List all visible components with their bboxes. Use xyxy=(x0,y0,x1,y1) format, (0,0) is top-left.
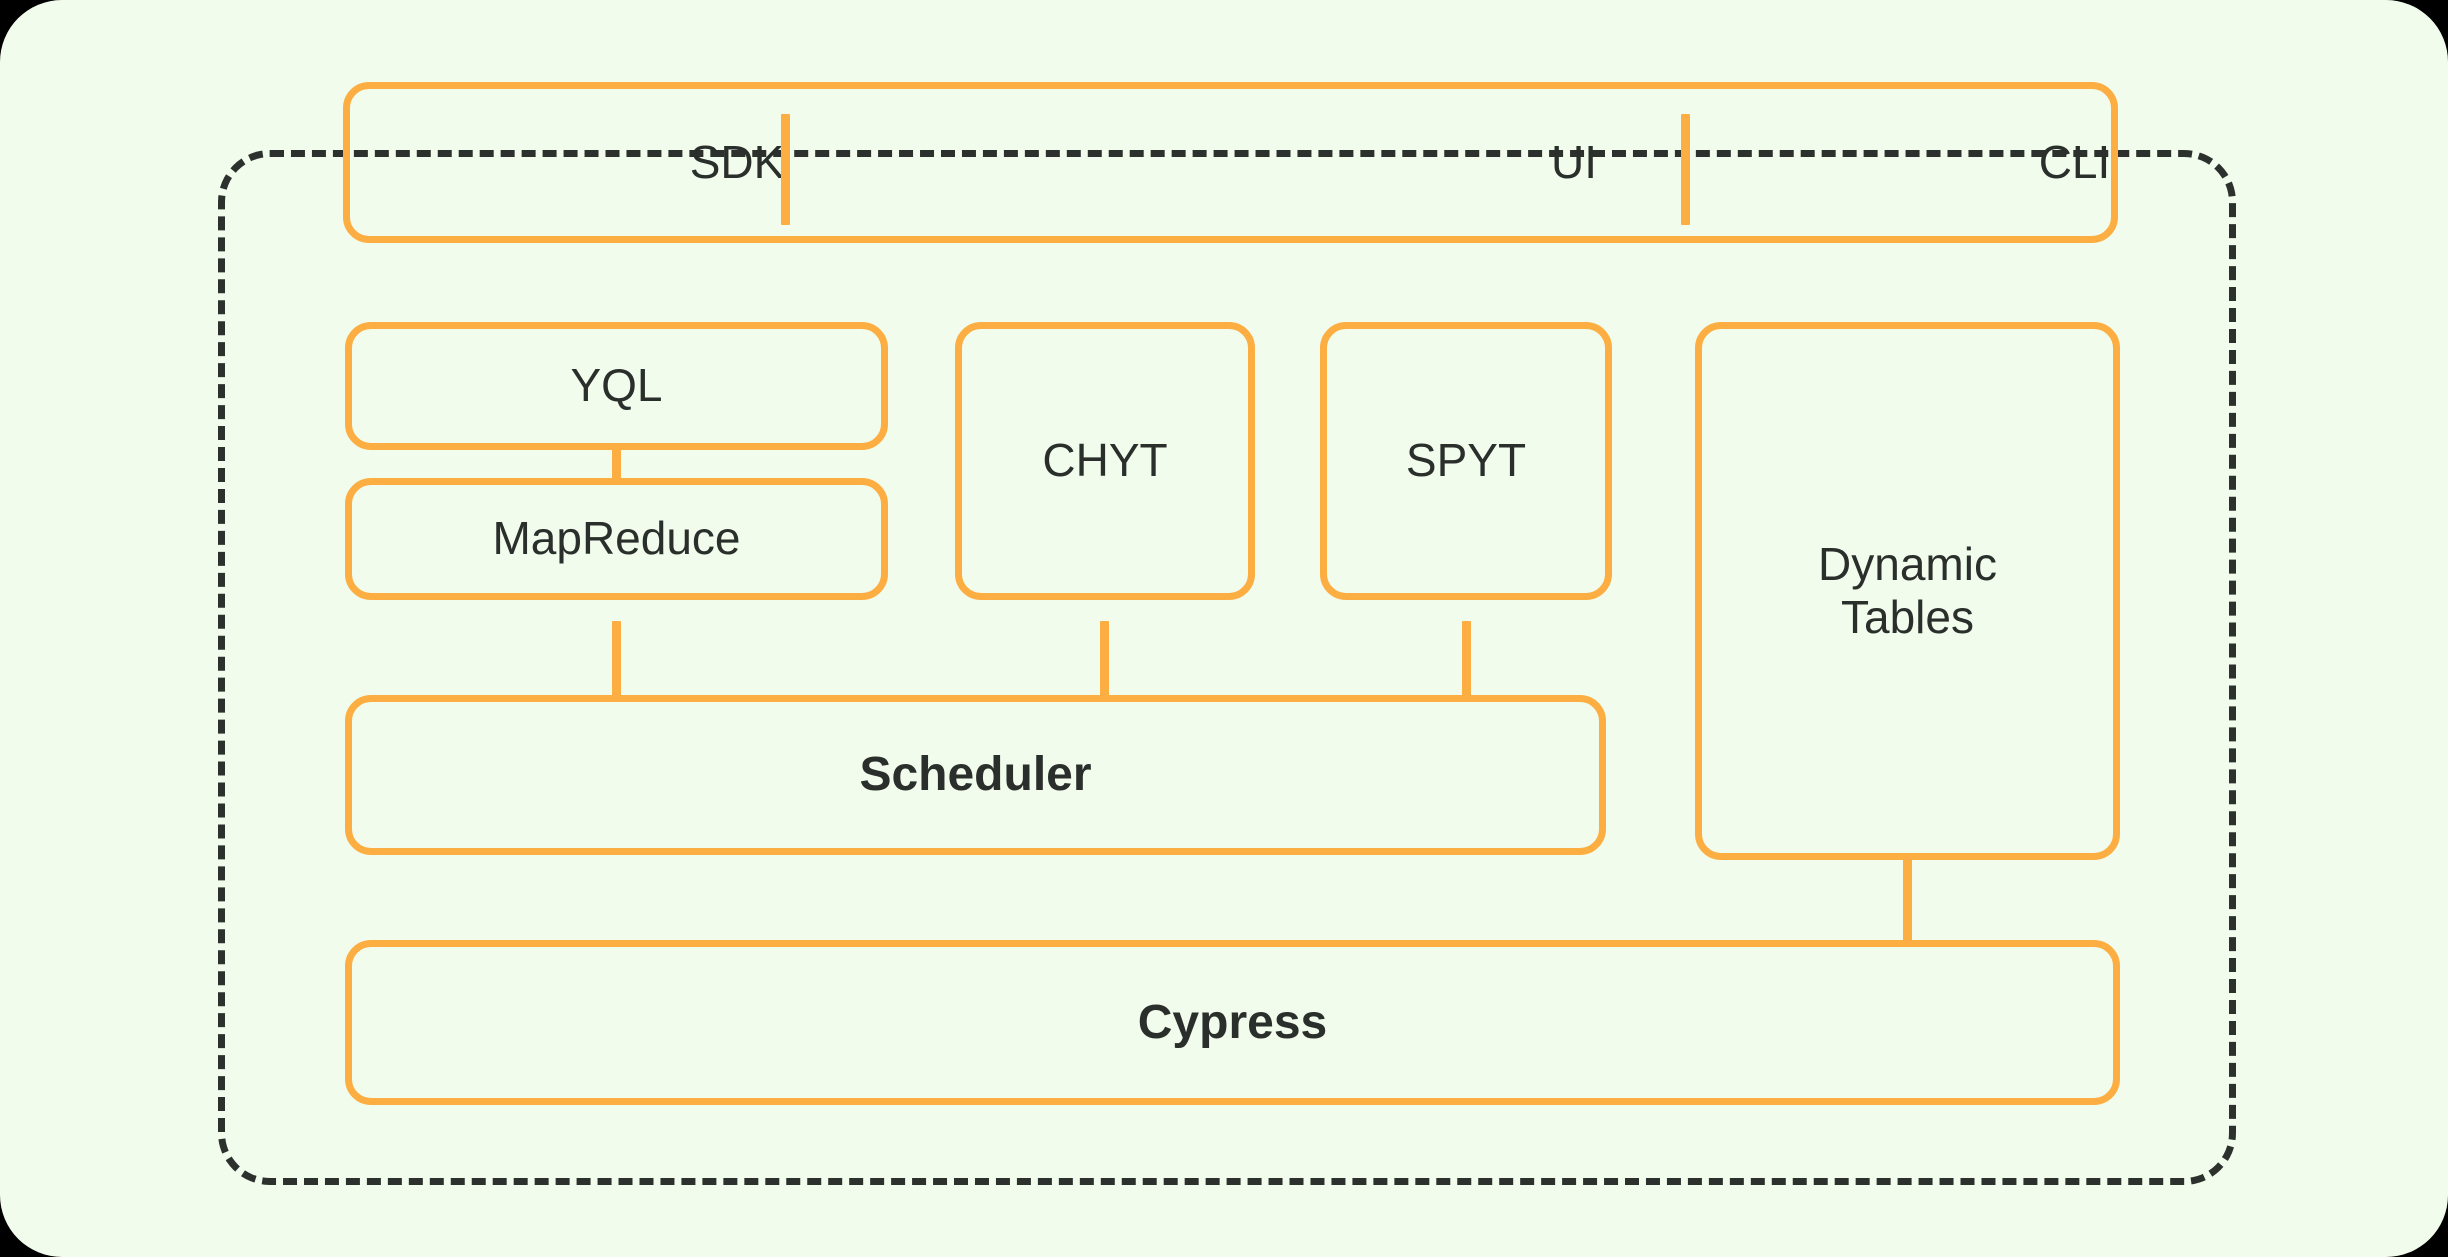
access-segment-ui-label: UI xyxy=(1551,135,1597,188)
node-mapreduce-label: MapReduce xyxy=(492,512,741,565)
node-dynamic-tables[interactable]: Dynamic Tables xyxy=(1695,322,2120,860)
node-spyt[interactable]: SPYT xyxy=(1320,322,1612,600)
access-segment-sdk[interactable]: SDK xyxy=(350,89,1124,236)
node-cypress[interactable]: Cypress xyxy=(345,940,2120,1105)
connector-dynamic-tables-to-cypress xyxy=(1903,859,1912,941)
node-spyt-label: SPYT xyxy=(1405,434,1527,487)
connector-mapreduce-to-scheduler xyxy=(612,621,621,696)
access-segment-sdk-label: SDK xyxy=(689,135,785,188)
connector-chyt-to-scheduler xyxy=(1100,621,1109,696)
node-scheduler-label: Scheduler xyxy=(859,748,1092,802)
node-dynamic-tables-label: Dynamic Tables xyxy=(1818,537,1997,643)
node-chyt-label: CHYT xyxy=(1042,434,1168,487)
access-segment-cli[interactable]: CLI xyxy=(2024,89,2125,236)
cluster-boundary-dashed xyxy=(218,150,2236,1185)
node-mapreduce[interactable]: MapReduce xyxy=(345,478,888,600)
access-segment-ui[interactable]: UI xyxy=(1124,89,2024,236)
connector-yql-to-mapreduce xyxy=(612,449,621,479)
node-chyt[interactable]: CHYT xyxy=(955,322,1255,600)
node-yql[interactable]: YQL xyxy=(345,322,888,450)
connector-spyt-to-scheduler xyxy=(1462,621,1471,696)
node-yql-label: YQL xyxy=(570,359,663,412)
access-bar-divider-ui-cli xyxy=(1681,114,1690,225)
access-bar-divider-sdk-ui xyxy=(781,114,790,225)
node-cypress-label: Cypress xyxy=(1137,995,1328,1049)
node-scheduler[interactable]: Scheduler xyxy=(345,695,1606,855)
access-layer-bar: SDK UI CLI xyxy=(343,82,2118,243)
access-segment-cli-label: CLI xyxy=(2038,135,2111,188)
